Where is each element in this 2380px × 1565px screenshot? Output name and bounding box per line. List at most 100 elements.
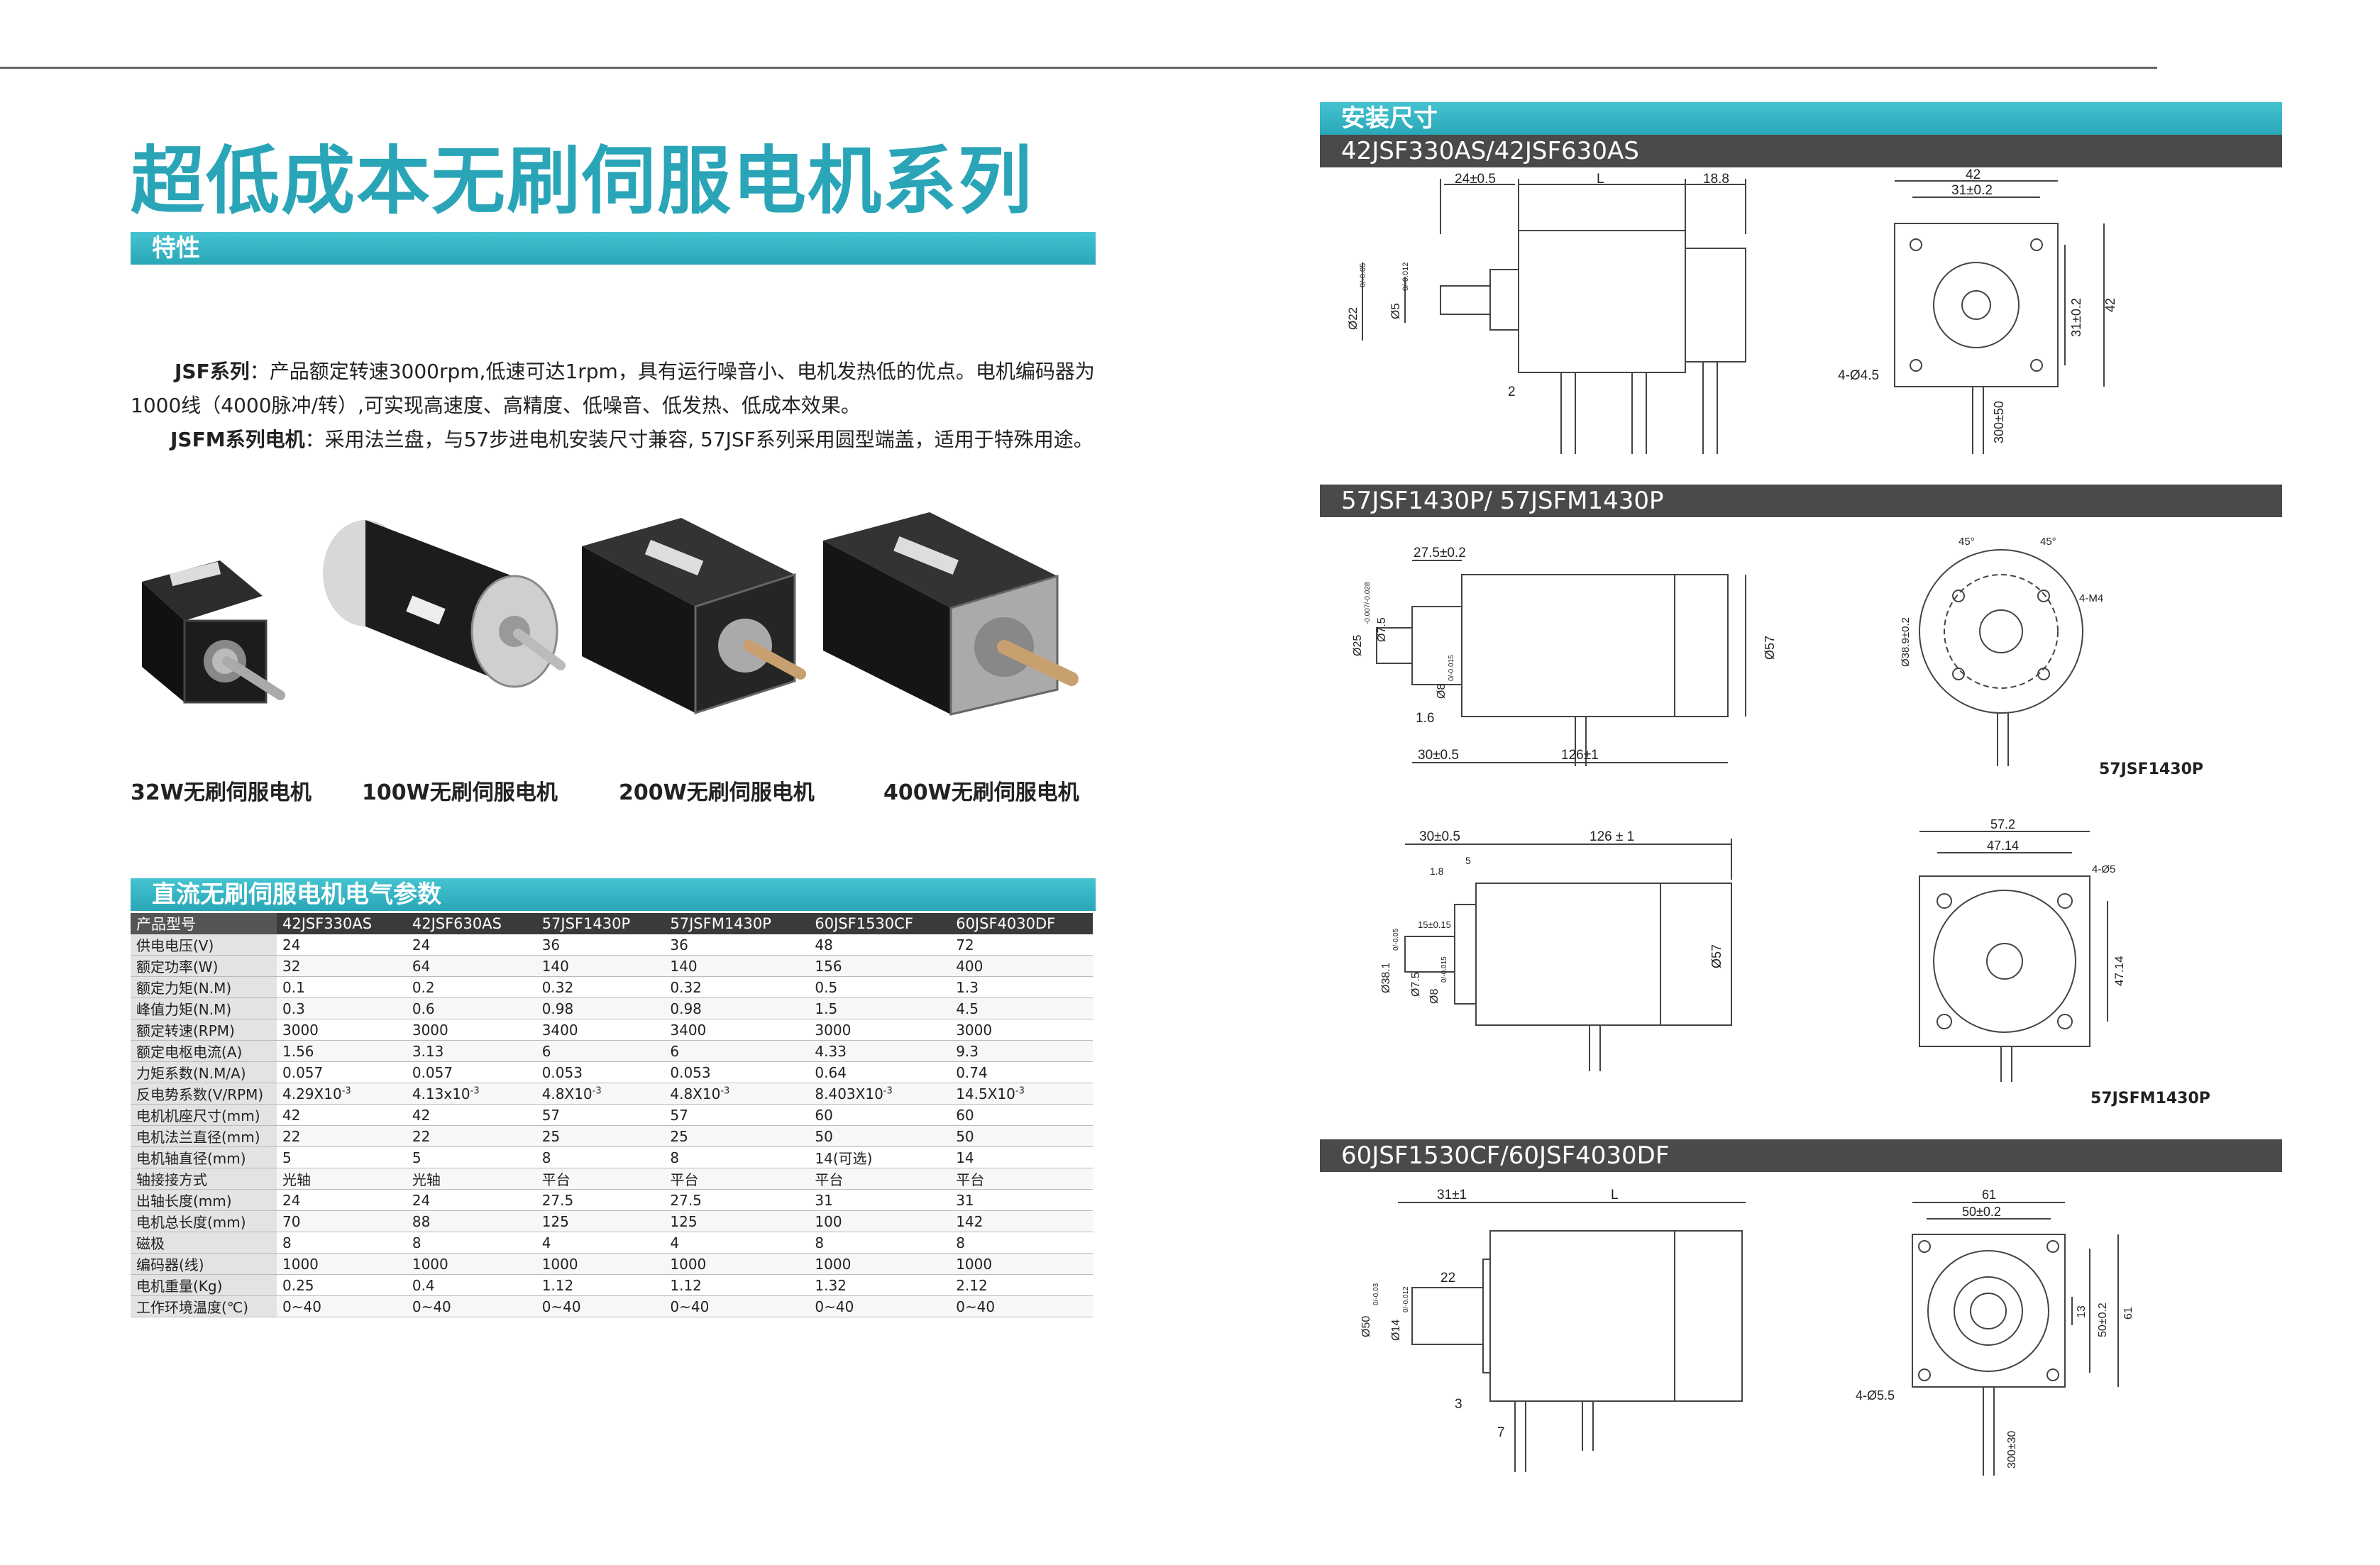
table-cell: 3000 [809,1019,951,1041]
table-row-label: 电机重量(Kg) [131,1274,277,1296]
cell-text: 22 [412,1127,431,1145]
cell-text: 32 [282,957,301,975]
table-row-label: 额定功率(W) [131,955,277,977]
cell-exponent: -3 [1015,1085,1025,1096]
table-cell: 8 [277,1232,407,1254]
drawing-57m-front: 57.2 47.14 4-Ø5 47.14 [1919,817,2126,1082]
table-cell: 0~40 [406,1295,536,1317]
table-row-label: 电机总长度(mm) [131,1210,277,1232]
cell-text: 400 [956,957,984,975]
table-cell: 4.33 [809,1040,951,1062]
table-cell: 1.56 [277,1040,407,1062]
table-cell: 48 [809,934,951,956]
table-cell: 4 [536,1232,665,1254]
cell-text: 1000 [815,1255,852,1273]
cell-text: 4.8X10 [541,1085,593,1102]
table-cell: 8.403X10-3 [809,1083,951,1105]
cell-text: 1.32 [815,1276,847,1294]
table-cell: 125 [664,1210,810,1232]
caption-100w: 100W无刷伺服电机 [362,780,558,805]
cell-text: 编码器(线) [136,1256,204,1273]
cell-text: 6 [541,1042,551,1060]
dim60-l: L [1611,1188,1619,1202]
cell-text: 3000 [412,1021,448,1039]
table-cell: 0.32 [536,976,665,998]
cell-text: 电机轴直径(mm) [136,1150,246,1167]
cell-text: 50 [815,1127,833,1145]
table-cell: 50 [809,1125,951,1147]
cell-text: 8.403X10 [815,1085,883,1102]
dim42-gap: 2 [1508,385,1516,399]
table-cell: 100 [809,1210,951,1232]
table-cell: 31 [809,1189,951,1211]
cell-text: 1000 [541,1255,578,1273]
page-title: 超低成本无刷伺服电机系列 [131,138,1034,224]
dim57m-flange-tol: 0/-0.05 [1392,928,1400,951]
table-row-label: 电机机座尺寸(mm) [131,1104,277,1126]
cell-text: 24 [412,936,431,953]
cell-text: 4.8X10 [670,1085,721,1102]
table-cell: 14(可选) [809,1146,951,1168]
cell-text: 60 [956,1106,974,1124]
table-cell: 25 [536,1125,665,1147]
table-cell: 平台 [536,1168,665,1190]
dim42-holes: 4-Ø4.5 [1838,368,1879,383]
table-header-model: 57JSF1430P [536,913,665,934]
table-cell: 8 [536,1146,665,1168]
table-header-model: 57JSFM1430P [664,913,810,934]
jsfm-text: ：采用法兰盘，与57步进电机安装尺寸兼容, 57JSF系列采用圆型端盖，适用于特… [304,428,1093,451]
table-cell: 60 [809,1104,951,1126]
table-cell: 156 [809,955,951,977]
cell-text: 额定力矩(N.M) [136,980,232,997]
table-cell: 9.3 [950,1040,1093,1062]
dim60-g2: 7 [1497,1425,1505,1440]
dim60-r3: 61 [2122,1307,2134,1320]
table-row-label: 力矩系数(N.M/A) [131,1061,277,1083]
table-cell: 24 [406,1189,536,1211]
table-cell: 36 [664,934,810,956]
table-cell: 0~40 [950,1295,1093,1317]
cell-text: 工作环境温度(℃) [136,1299,249,1316]
cell-text: 光轴 [282,1171,311,1188]
table-cell: 1000 [277,1253,407,1275]
cell-text: 1.12 [670,1276,702,1294]
dim42-a: 24±0.5 [1455,172,1496,187]
table-cell: 1000 [950,1253,1093,1275]
label-57p: 57JSF1430P [2099,761,2204,778]
table-cell: 3400 [536,1019,665,1041]
cell-text: 0~40 [282,1298,321,1315]
cell-text: 光轴 [412,1171,441,1188]
cell-text: 0.3 [282,1000,305,1017]
table-cell: 27.5 [536,1189,665,1211]
section-bar-42: 42JSF330AS/42JSF630AS [1320,135,2282,167]
jsf-label: JSF系列 [175,360,250,383]
drawing-57p-front: 45° 45° 4-M4 Ø38.9±0.2 [1900,536,2103,766]
cell-text: 8 [815,1234,825,1251]
cell-text: 电机机座尺寸(mm) [136,1107,260,1124]
dim42-c: 18.8 [1703,172,1729,187]
dim57p-pcd: Ø38.9±0.2 [1900,617,1912,667]
table-cell: 1000 [809,1253,951,1275]
cell-text: 0~40 [541,1298,581,1315]
table-cell: 140 [536,955,665,977]
table-cell: 42 [406,1104,536,1126]
table-cell: 4.8X10-3 [536,1083,665,1105]
dim57p-a: 27.5±0.2 [1414,546,1466,560]
cell-text: 5 [412,1149,422,1166]
table-cell: 4 [664,1232,810,1254]
table-row-label: 磁极 [131,1232,277,1254]
table-cell: 0.64 [809,1061,951,1083]
cell-text: 1.56 [282,1042,314,1060]
cell-text: 0.053 [670,1063,711,1081]
table-cell: 60 [950,1104,1093,1126]
table-cell: 22 [406,1125,536,1147]
